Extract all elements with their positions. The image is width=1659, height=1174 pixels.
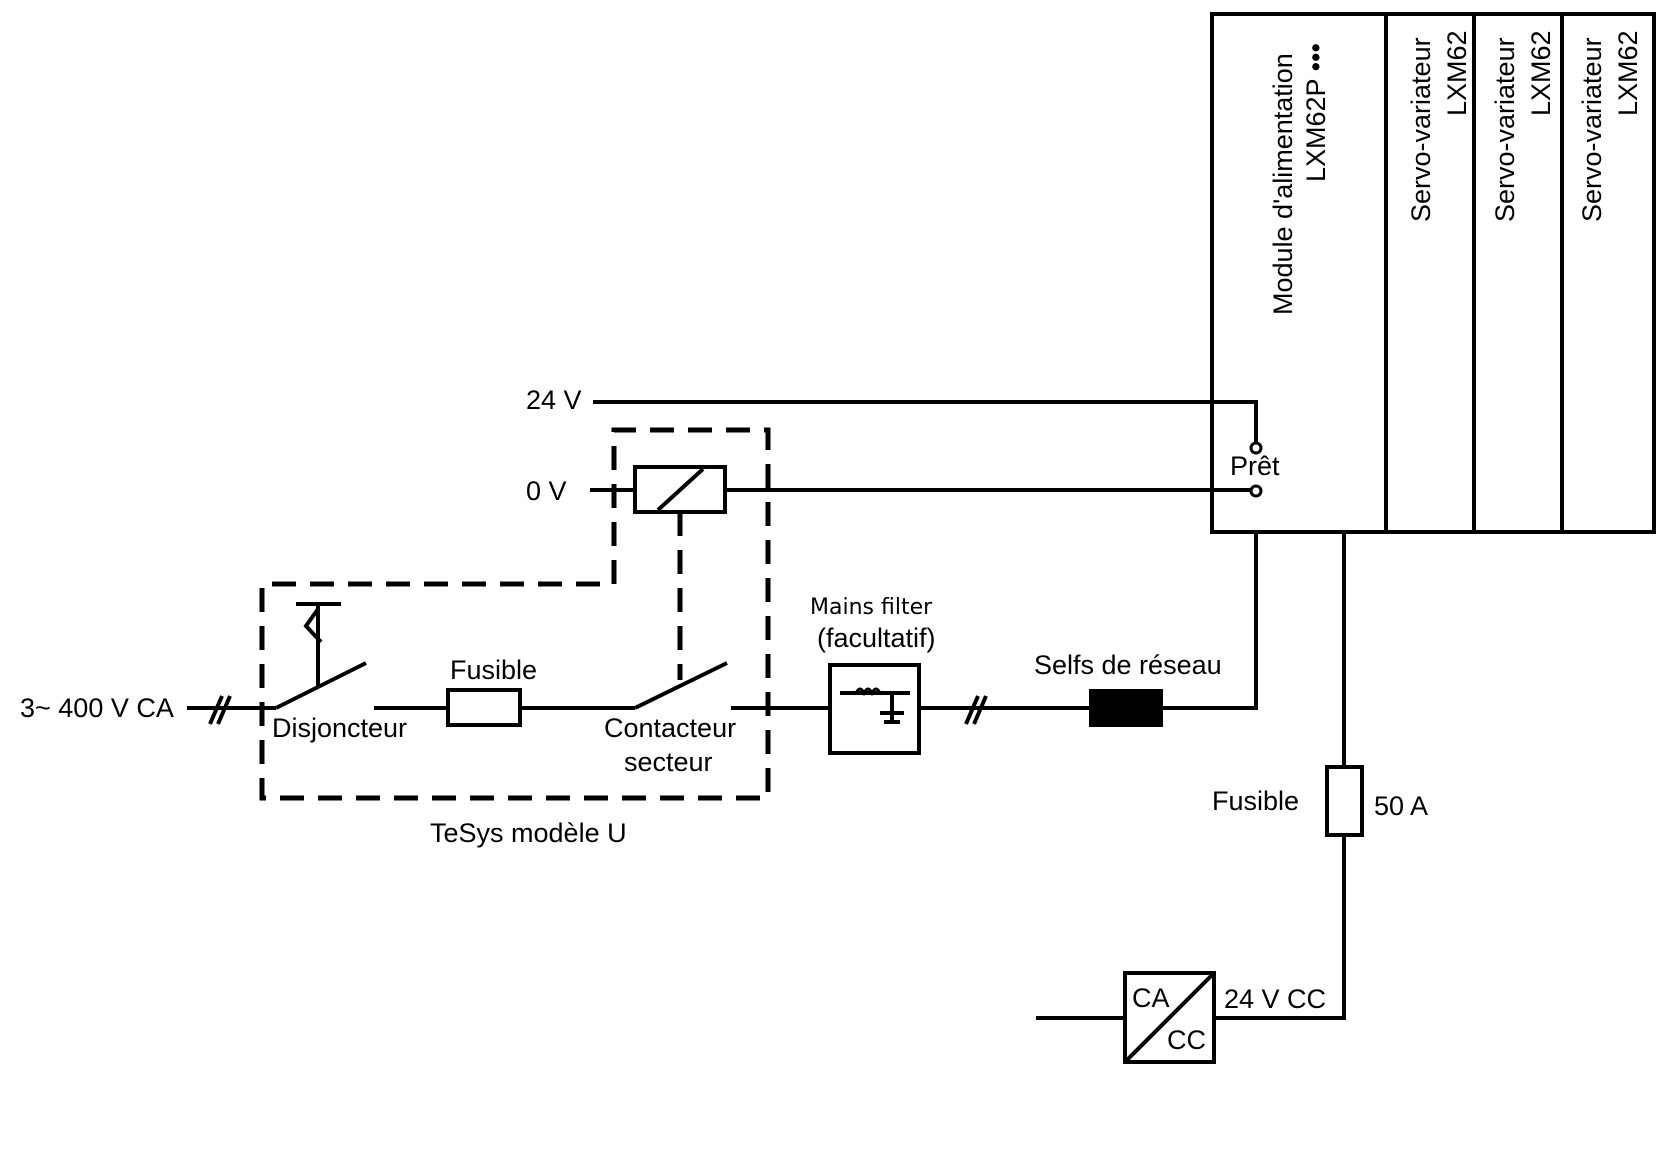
wire-24v bbox=[593, 400, 1258, 444]
mains-circuit: 3~ 400 V CA Disjoncteur Fusible Contacte… bbox=[20, 532, 1258, 777]
servo-drive-2-label: Servo-variateur bbox=[1490, 37, 1520, 222]
power-module-model: LXM62P ••• bbox=[1301, 43, 1331, 182]
label-24v: 24 V bbox=[526, 385, 582, 415]
drive-modules: Module d'alimentation LXM62P ••• Servo-v… bbox=[1210, 12, 1656, 534]
breaker-trip-mark bbox=[303, 607, 323, 644]
power-module-label: Module d'alimentation bbox=[1268, 53, 1298, 315]
fuse-50a-symbol bbox=[1325, 765, 1364, 837]
three-phase-mark bbox=[216, 695, 232, 725]
filter-label-2: (facultatif) bbox=[817, 623, 936, 653]
servo-drive-2-model: LXM62 bbox=[1526, 30, 1556, 116]
servo-drive-1-label: Servo-variateur bbox=[1406, 37, 1436, 222]
line-choke-symbol bbox=[1089, 689, 1163, 727]
contactor-blade bbox=[634, 661, 728, 710]
converter-slash bbox=[1123, 971, 1216, 1064]
three-phase-mark bbox=[964, 695, 980, 725]
converter-dc-label: CC bbox=[1167, 1025, 1206, 1055]
fuse-rating-label: 50 A bbox=[1374, 791, 1428, 821]
filter-label-1: Mains filter bbox=[810, 595, 933, 620]
chokes-label: Selfs de réseau bbox=[1034, 650, 1222, 680]
coil-slash bbox=[656, 467, 705, 512]
module-rack bbox=[1210, 12, 1656, 534]
ready-label: Prêt bbox=[1230, 451, 1280, 481]
dc24-label: 24 V CC bbox=[1224, 984, 1326, 1014]
control-circuit: 24 V 0 V Prêt bbox=[526, 385, 1280, 514]
servo-drive-3-model: LXM62 bbox=[1613, 30, 1643, 116]
servo-drive-1-model: LXM62 bbox=[1442, 30, 1472, 116]
filter-inductor bbox=[854, 687, 882, 697]
mains-filter-symbol bbox=[828, 663, 921, 755]
wire-fuse-psu bbox=[1214, 835, 1346, 1020]
tesys-enclosure: TeSys modèle U bbox=[259, 427, 771, 848]
breaker-label: Disjoncteur bbox=[272, 713, 407, 743]
fuse-symbol bbox=[446, 688, 522, 727]
tesys-label: TeSys modèle U bbox=[430, 818, 627, 848]
ready-contact-bottom bbox=[1249, 484, 1263, 498]
tesys-outline bbox=[259, 427, 771, 801]
supply-label: 3~ 400 V CA bbox=[20, 693, 174, 723]
three-phase-mark bbox=[208, 695, 224, 725]
contactor-label-1: Contacteur bbox=[604, 713, 736, 743]
contactor-label-2: secteur bbox=[624, 747, 713, 777]
fuse-right-label: Fusible bbox=[1212, 786, 1299, 816]
fuse-label: Fusible bbox=[450, 655, 537, 685]
breaker-blade bbox=[275, 661, 367, 710]
wire-chokes-module bbox=[1162, 532, 1258, 710]
three-phase-mark bbox=[972, 695, 988, 725]
dc-supply-circuit: Fusible 50 A 24 V CC CA CC bbox=[1036, 532, 1428, 1064]
ready-contact-top bbox=[1249, 441, 1263, 455]
label-0v: 0 V bbox=[526, 476, 567, 506]
converter-ac-label: CA bbox=[1132, 983, 1170, 1013]
servo-drive-3-label: Servo-variateur bbox=[1577, 37, 1607, 222]
